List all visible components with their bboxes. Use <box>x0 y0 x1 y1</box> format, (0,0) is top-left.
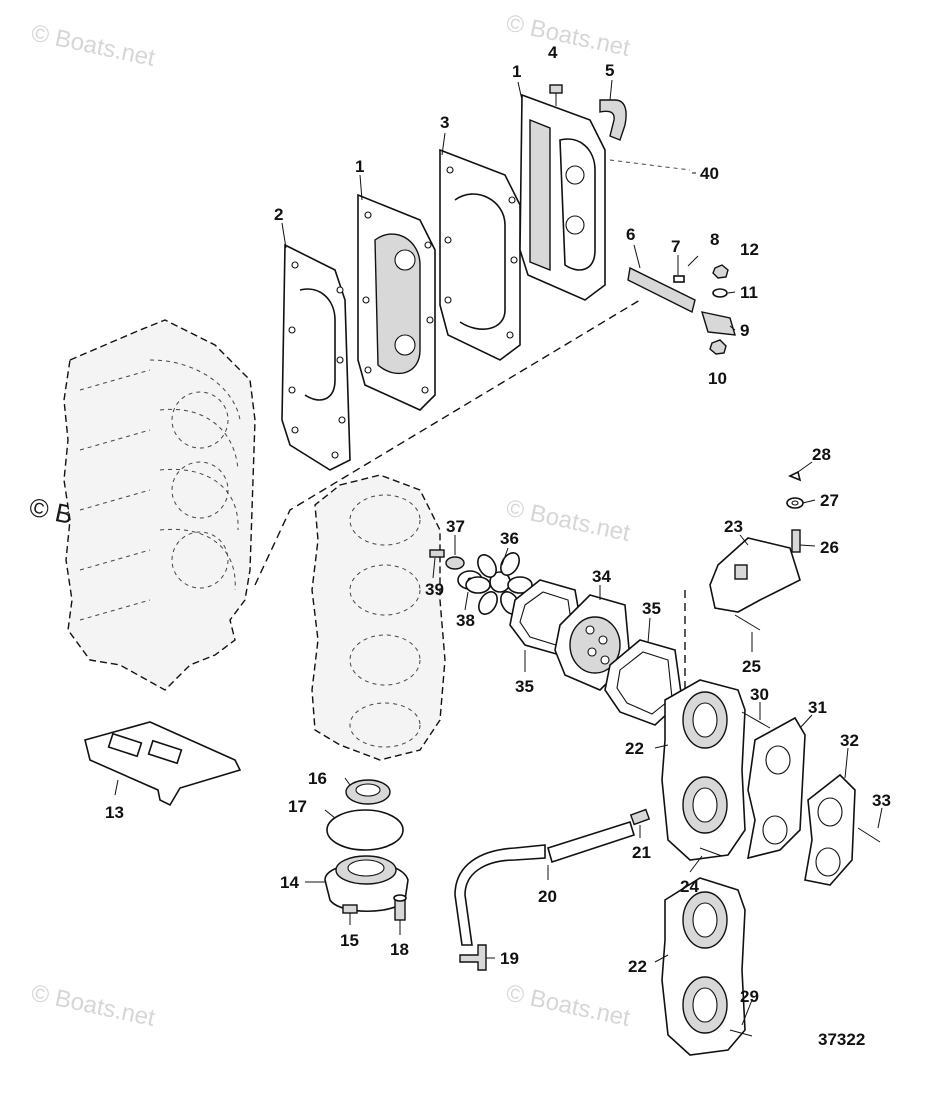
part-33-bolt <box>857 827 881 843</box>
alignment-lines <box>254 159 691 690</box>
part-27-washer <box>786 497 804 509</box>
callout-14: 14 <box>280 873 299 892</box>
part-25-bolt <box>734 614 761 631</box>
part-29-bolt <box>729 1029 753 1037</box>
callout-39: 39 <box>425 580 444 599</box>
callout-28: 28 <box>812 445 831 464</box>
callout-18: 18 <box>390 940 409 959</box>
callout-31: 31 <box>808 698 827 717</box>
leader-lines <box>114 79 883 1026</box>
callout-2: 2 <box>274 205 283 224</box>
callout-37: 37 <box>446 517 465 536</box>
callout-15: 15 <box>340 931 359 950</box>
callout-5: 5 <box>605 61 614 80</box>
callout-1-top: 1 <box>512 62 521 81</box>
callout-10: 10 <box>708 369 727 388</box>
part-26-stud <box>791 529 801 553</box>
callout-22-upper: 22 <box>625 739 644 758</box>
callout-1-middle: 1 <box>355 157 364 176</box>
callout-23: 23 <box>724 517 743 536</box>
watermark-middle-center: © Boats.net <box>504 494 633 547</box>
callout-20: 20 <box>538 887 557 906</box>
callout-21: 21 <box>632 843 651 862</box>
callout-9: 9 <box>740 321 749 340</box>
callout-34: 34 <box>592 567 611 586</box>
part-21-fitting <box>629 808 651 826</box>
part-4-bolt <box>549 84 563 106</box>
callout-11: 11 <box>740 283 758 302</box>
callout-29: 29 <box>740 987 759 1006</box>
watermark-top-left: © Boats.net <box>29 19 158 72</box>
callout-labels: 1 1 2 3 4 5 6 7 8 9 10 11 12 13 14 15 16… <box>105 43 891 1006</box>
part-2-gasket <box>281 243 351 471</box>
callout-36: 36 <box>500 529 519 548</box>
watermark-top-center: © Boats.net <box>504 9 633 62</box>
part-7-washer <box>673 275 685 283</box>
callout-32: 32 <box>840 731 859 750</box>
part-18-fitting <box>393 894 407 921</box>
exhaust-manifold-ghost <box>311 474 446 761</box>
part-24-bolt <box>699 847 723 857</box>
callout-19: 19 <box>500 949 519 968</box>
part-13-gasket <box>84 721 242 807</box>
part-32-cover <box>804 773 856 886</box>
part-6-rail <box>627 266 696 314</box>
callout-38: 38 <box>456 611 475 630</box>
callout-35-left: 35 <box>515 677 534 696</box>
callout-33: 33 <box>872 791 891 810</box>
part-15-screw <box>342 904 358 914</box>
callout-35-right: 35 <box>642 599 661 618</box>
part-17-o-ring <box>326 809 404 851</box>
part-23-bracket <box>709 537 801 613</box>
part-1-divider-plate <box>357 193 436 411</box>
part-14-housing <box>324 855 409 913</box>
diagram-number: 37322 <box>818 1030 865 1049</box>
part-39-screw <box>429 549 445 558</box>
callout-22-lower: 22 <box>628 957 647 976</box>
part-3-gasket <box>439 148 521 361</box>
callout-12: 12 <box>740 240 759 259</box>
callout-6: 6 <box>626 225 635 244</box>
callout-24: 24 <box>680 877 699 896</box>
part-30-stud <box>741 711 771 729</box>
callout-26: 26 <box>820 538 839 557</box>
callout-40: 40 <box>700 164 719 183</box>
callout-27: 27 <box>820 491 839 510</box>
part-31-gasket <box>746 716 806 860</box>
callout-25: 25 <box>742 657 761 676</box>
watermark-bottom-left: © Boats.net <box>29 979 158 1032</box>
callout-8: 8 <box>710 230 719 249</box>
part-19-tee-fitting <box>459 944 487 971</box>
part-10-nut <box>709 339 727 355</box>
callout-16: 16 <box>308 769 327 788</box>
part-5-elbow-fitting <box>599 99 627 141</box>
part-28-clip <box>788 470 802 482</box>
part-9-bracket <box>700 311 736 336</box>
part-37-cap <box>445 556 465 570</box>
part-22-thermostat-housing-upper <box>661 679 746 861</box>
callout-30: 30 <box>750 685 769 704</box>
callout-4: 4 <box>548 43 558 62</box>
part-8-screw <box>687 255 699 267</box>
callout-17: 17 <box>288 797 307 816</box>
callout-7: 7 <box>671 237 680 256</box>
part-11-washer <box>712 288 728 298</box>
callout-3: 3 <box>440 113 449 132</box>
part-22-thermostat-housing-lower <box>661 877 746 1056</box>
part-35-gasket-right <box>604 639 683 726</box>
part-36-impeller <box>465 552 533 615</box>
callout-13: 13 <box>105 803 124 822</box>
cylinder-block-ghost <box>63 319 256 691</box>
watermark-bottom-center: © Boats.net <box>504 979 633 1032</box>
part-20-hose <box>454 820 635 946</box>
part-16-seal <box>345 779 391 805</box>
part-12-nut <box>712 264 729 279</box>
part-1-exhaust-cover <box>519 93 606 301</box>
